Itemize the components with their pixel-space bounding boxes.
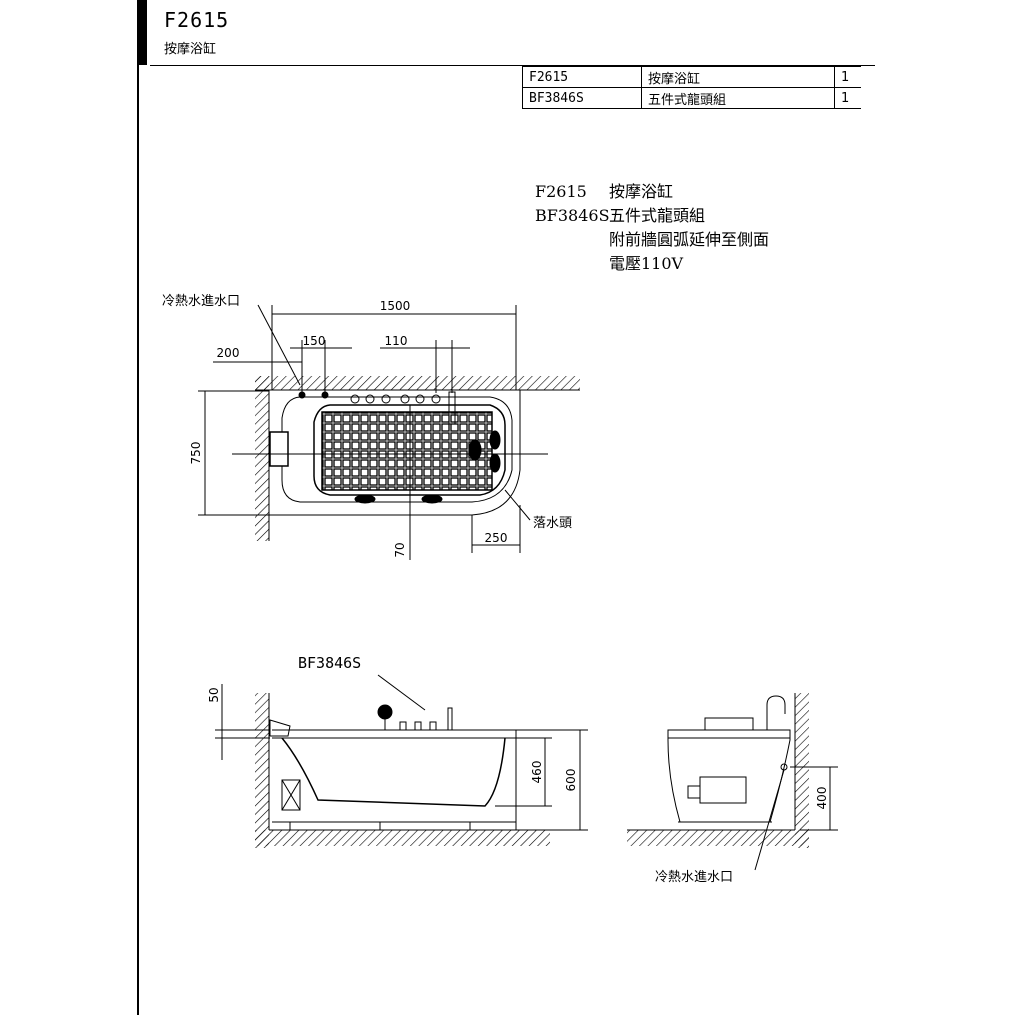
note-text: 電壓110V xyxy=(609,254,684,273)
side-view xyxy=(215,674,588,848)
dim-400: 400 xyxy=(815,787,829,810)
parts-table: F2615 按摩浴缸 1 BF3846S 五件式龍頭組 1 xyxy=(522,66,861,109)
note-row: 附前牆圓弧延伸至側面 xyxy=(535,228,769,252)
dim-110: 110 xyxy=(385,334,408,348)
part-code: BF3846S xyxy=(522,87,642,109)
note-row: 電壓110V xyxy=(535,252,769,276)
table-row: BF3846S 五件式龍頭組 1 xyxy=(522,87,861,109)
dim-250: 250 xyxy=(485,531,508,545)
dim-600: 600 xyxy=(564,769,578,792)
drain-label: 落水頭 xyxy=(533,516,573,531)
note-text: 附前牆圓弧延伸至側面 xyxy=(609,230,770,249)
dim-70: 70 xyxy=(393,542,407,557)
end-view xyxy=(627,693,838,871)
dim-50: 50 xyxy=(207,687,221,702)
title-code: F2615 xyxy=(164,8,230,32)
part-qty: 1 xyxy=(834,87,861,109)
title-name: 按摩浴缸 xyxy=(164,42,217,57)
part-name: 五件式龍頭組 xyxy=(641,87,835,109)
note-code: BF3846S xyxy=(535,206,610,225)
dim-460: 460 xyxy=(530,761,544,784)
faucet-label: BF3846S xyxy=(298,654,362,672)
dim-width: 750 xyxy=(189,442,203,465)
end-inlet-label: 冷熱水進水口 xyxy=(655,870,734,885)
title-bar xyxy=(137,0,147,65)
title-block: F2615 按摩浴缸 xyxy=(150,0,875,66)
note-text: 五件式龍頭組 xyxy=(609,206,706,225)
dimension-labels: 1500 150 110 200 750 70 250 50 460 600 4… xyxy=(189,299,829,809)
note-code: F2615 xyxy=(535,182,587,201)
plan-view xyxy=(198,304,580,560)
note-text: 按摩浴缸 xyxy=(609,182,674,201)
dim-200: 200 xyxy=(217,346,240,360)
dim-length: 1500 xyxy=(380,299,411,313)
sheet-border xyxy=(137,0,139,1015)
plan-inlet-label: 冷熱水進水口 xyxy=(162,294,241,309)
note-row: F2615 按摩浴缸 xyxy=(535,180,769,204)
dim-150: 150 xyxy=(303,334,326,348)
